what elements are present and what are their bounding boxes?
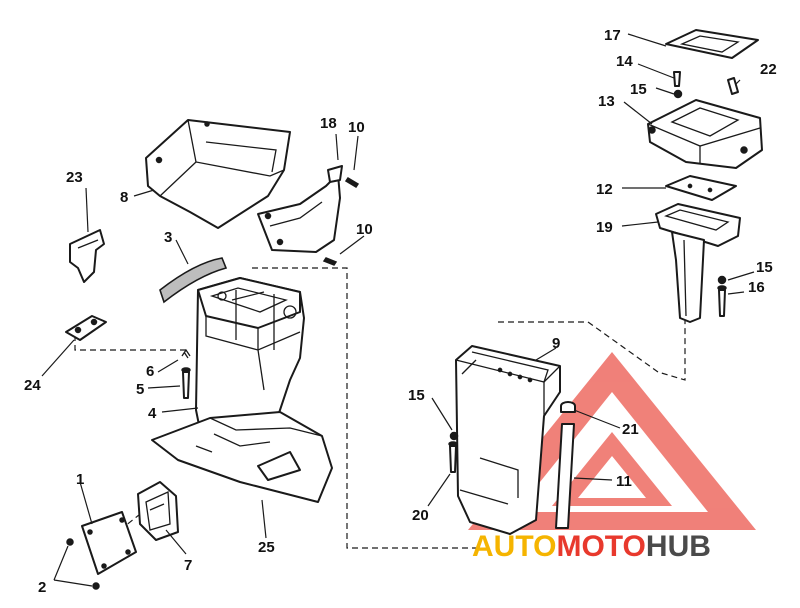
callout-1: 1 xyxy=(76,471,84,488)
callout-9: 9 xyxy=(552,335,560,352)
watermark-triangle-inner xyxy=(552,432,672,506)
part-23-clip xyxy=(69,229,105,283)
part-9-exhaust xyxy=(455,345,561,535)
callout-24: 24 xyxy=(24,377,41,394)
part-7-block xyxy=(137,481,179,541)
watermark-hub: HUB xyxy=(646,530,711,563)
watermark-moto: MOTO xyxy=(556,530,645,563)
callout-7: 7 xyxy=(184,557,192,574)
callout-2: 2 xyxy=(38,579,46,596)
part-1-cover xyxy=(81,511,137,575)
watermark-auto: AUTO xyxy=(472,530,556,563)
part-3-seal xyxy=(159,257,228,304)
callout-19: 19 xyxy=(596,219,613,236)
part-15-washer-left xyxy=(449,431,459,441)
callout-8: 8 xyxy=(120,189,128,206)
part-5-bolt xyxy=(181,367,191,399)
part-20-bolt xyxy=(448,441,458,473)
callout-16: 16 xyxy=(748,279,765,296)
callout-15-right: 15 xyxy=(756,259,773,276)
callout-5: 5 xyxy=(136,381,144,398)
callout-3: 3 xyxy=(164,229,172,246)
part-13-adapter xyxy=(647,99,763,169)
callout-17: 17 xyxy=(604,27,621,44)
leader-lines xyxy=(41,33,755,587)
callout-13: 13 xyxy=(598,93,615,110)
callout-20: 20 xyxy=(412,507,429,524)
part-8-shell xyxy=(145,119,291,229)
part-21-grommet xyxy=(560,401,576,413)
callout-labels: 1 2 3 4 5 6 7 8 9 10 10 11 12 13 14 15 1… xyxy=(24,27,777,596)
callout-6: 6 xyxy=(146,363,154,380)
part-15-washer-top xyxy=(673,89,683,99)
part-17-gasket xyxy=(665,29,759,59)
part-19-housing xyxy=(655,203,741,323)
watermark-text: AUTOMOTOHUB xyxy=(472,530,711,563)
watermark-wordmark: AUTOMOTOHUB xyxy=(472,530,711,563)
part-16-bolt xyxy=(717,285,727,317)
callout-25: 25 xyxy=(258,539,275,556)
part-14-bolt xyxy=(673,71,681,87)
part-24-plate xyxy=(65,315,107,341)
callout-18: 18 xyxy=(320,115,337,132)
callout-14: 14 xyxy=(616,53,633,70)
part-18-bracket xyxy=(257,165,360,266)
callout-10-top: 10 xyxy=(348,119,365,136)
part-22-pin xyxy=(727,77,739,95)
part-2-screws xyxy=(66,538,100,590)
part-6-spring xyxy=(181,348,191,359)
part-25-skeg xyxy=(151,411,333,503)
callout-4: 4 xyxy=(148,405,157,422)
part-12-gasket xyxy=(665,175,737,201)
part-15-washer-right xyxy=(717,275,727,285)
callout-21: 21 xyxy=(622,421,639,438)
callout-22: 22 xyxy=(760,61,777,78)
callout-12: 12 xyxy=(596,181,613,198)
callout-10-bottom: 10 xyxy=(356,221,373,238)
callout-15-left: 15 xyxy=(408,387,425,404)
callout-11: 11 xyxy=(616,473,632,490)
part-11-tube xyxy=(555,423,575,529)
callout-23: 23 xyxy=(66,169,83,186)
callout-15-top: 15 xyxy=(630,81,647,98)
